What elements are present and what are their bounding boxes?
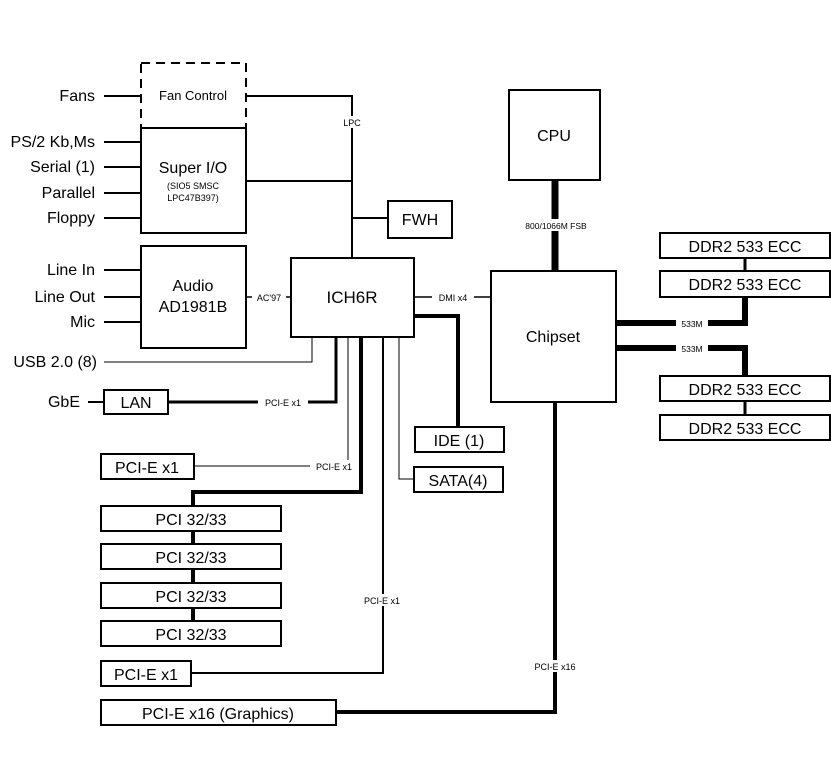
pcie-x1-slot-a-label: PCI-E x1	[115, 460, 179, 477]
gbe-label: GbE	[48, 394, 80, 411]
bus-labels: LPC AC'97 DMI x4 800/1066M FSB 533M 533M…	[252, 116, 708, 672]
dimm-3: DDR2 533 ECC	[659, 375, 831, 402]
ide-label: IDE (1)	[434, 433, 485, 450]
pci-slot-1-label: PCI 32/33	[155, 512, 226, 529]
dimm-3-label: DDR2 533 ECC	[689, 382, 802, 399]
serial-label: Serial (1)	[30, 159, 95, 176]
pcie-x1-slot-b-label: PCI-E x1	[114, 667, 178, 684]
dimm-2-label: DDR2 533 ECC	[689, 277, 802, 294]
pci-slot-2: PCI 32/33	[100, 543, 282, 570]
pcie-lan-label: PCI-E x1	[265, 398, 301, 408]
dimm-2: DDR2 533 ECC	[659, 270, 831, 298]
pci-slot-4-label: PCI 32/33	[155, 627, 226, 644]
ide-block: IDE (1)	[414, 426, 505, 453]
pci-slot-3-label: PCI 32/33	[155, 589, 226, 606]
audio-label: Audio	[173, 278, 214, 295]
pcie-x16-slot-label: PCI-E x16 (Graphics)	[142, 706, 294, 723]
line-in-label: Line In	[47, 262, 95, 279]
dimm-1: DDR2 533 ECC	[659, 232, 831, 259]
usb-label: USB 2.0 (8)	[13, 354, 97, 371]
parallel-label: Parallel	[42, 185, 95, 202]
pcie-slot-label: PCI-E x1	[316, 462, 352, 472]
ps2-label: PS/2 Kb,Ms	[11, 134, 95, 151]
fwh-block: FWH	[387, 200, 453, 239]
ich-label: ICH6R	[326, 288, 377, 307]
port-labels: Fans PS/2 Kb,Ms Serial (1) Parallel Flop…	[11, 88, 97, 411]
dimm-4: DDR2 533 ECC	[659, 414, 831, 441]
chipset-label: Chipset	[526, 329, 581, 346]
line-out-label: Line Out	[35, 289, 96, 306]
fan-control-block: Fan Control	[140, 62, 247, 129]
pci-slot-2-label: PCI 32/33	[155, 550, 226, 567]
dmi-label: DMI x4	[439, 293, 468, 303]
audio-codec-label: AD1981B	[159, 299, 228, 316]
audio-block: Audio AD1981B	[140, 245, 247, 349]
dimm-1-label: DDR2 533 ECC	[689, 239, 802, 256]
mem-channel-a-label: 533M	[681, 319, 702, 329]
dimm-4-label: DDR2 533 ECC	[689, 421, 802, 438]
pci-slot-4: PCI 32/33	[100, 620, 282, 647]
super-io-block: Super I/O (SIO5 SMSC LPC47B397)	[140, 127, 247, 234]
lan-label: LAN	[120, 395, 151, 412]
pcie-x1-slot-b: PCI-E x1	[100, 660, 192, 687]
fan-control-label: Fan Control	[159, 88, 227, 103]
lpc-label: LPC	[343, 118, 361, 128]
ich-block: ICH6R	[290, 257, 415, 338]
cpu-block: CPU	[508, 89, 601, 181]
pcie-x1-slot-a: PCI-E x1	[100, 453, 195, 480]
pcie-x16-label: PCI-E x16	[534, 662, 575, 672]
chipset-block: Chipset	[490, 270, 617, 403]
fsb-label: 800/1066M FSB	[525, 221, 587, 231]
pci-slot-3: PCI 32/33	[100, 582, 282, 609]
sata-label: SATA(4)	[429, 473, 488, 490]
fwh-label: FWH	[402, 212, 438, 229]
super-io-label: Super I/O	[159, 160, 227, 177]
super-io-subtitle-2: LPC47B397)	[167, 193, 219, 203]
pcie-lower-label: PCI-E x1	[364, 596, 400, 606]
ac97-label: AC'97	[257, 293, 281, 303]
sata-block: SATA(4)	[413, 466, 504, 493]
super-io-subtitle-1: (SIO5 SMSC	[167, 181, 220, 191]
fans-label: Fans	[59, 88, 95, 105]
lan-block: LAN	[103, 389, 169, 415]
pcie-x16-slot: PCI-E x16 (Graphics)	[100, 699, 337, 726]
floppy-label: Floppy	[47, 210, 95, 227]
mic-label: Mic	[70, 314, 95, 331]
cpu-label: CPU	[537, 128, 571, 145]
mem-channel-b-label: 533M	[681, 344, 702, 354]
pci-slot-1: PCI 32/33	[100, 505, 282, 532]
